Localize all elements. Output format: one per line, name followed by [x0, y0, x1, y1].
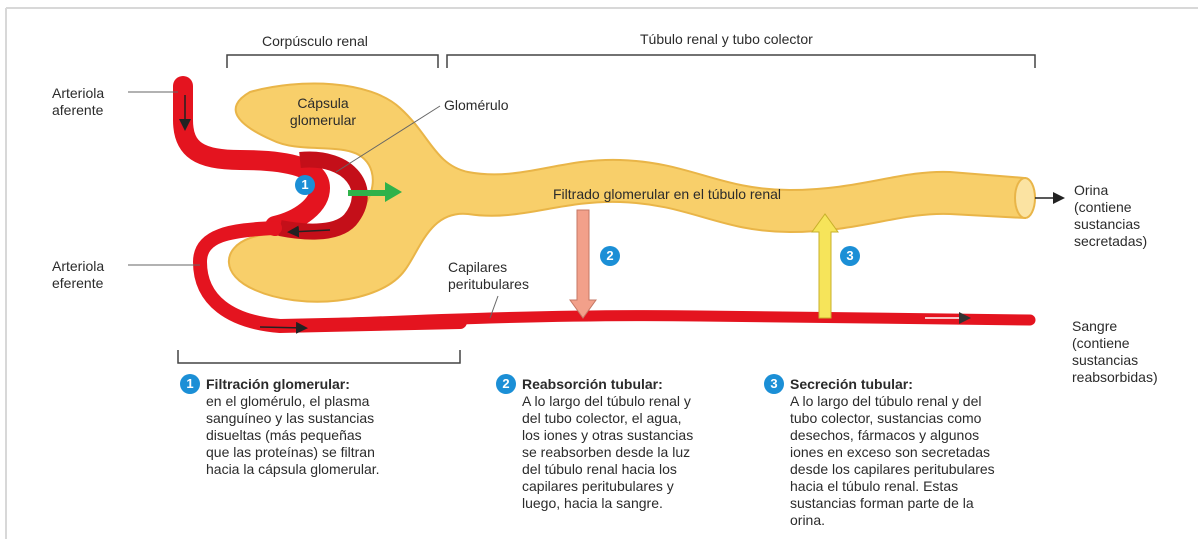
efferent-label-line2: eferente — [52, 275, 104, 291]
efferent-label: Arteriola eferente — [52, 258, 104, 292]
note-secretion-body: A lo largo del túbulo renal y del tubo c… — [790, 393, 995, 528]
capsule-label: Cápsula glomerular — [283, 95, 363, 129]
capillary-leader-line — [489, 295, 499, 319]
blood-label: Sangre (contiene sustancias reabsorbidas… — [1072, 318, 1158, 385]
reabsorption-arrow — [569, 209, 597, 319]
filtration-bracket — [177, 350, 461, 364]
glomerulus-label: Glomérulo — [444, 97, 509, 113]
filtration-arrow — [348, 182, 402, 202]
corpuscle-header: Corpúsculo renal — [262, 33, 368, 49]
efferent-label-line1: Arteriola — [52, 258, 105, 274]
note-filtration-body: en el glomérulo, el plasma sanguíneo y l… — [206, 393, 380, 477]
glomerulus-leader-line — [335, 105, 441, 173]
capsule-label-line1: Cápsula — [297, 95, 349, 111]
note-filtration-title: Filtración glomerular: — [206, 376, 350, 392]
afferent-label-line2: aferente — [52, 102, 104, 118]
badge-reabsorption-diagram: 2 — [600, 246, 620, 266]
capillaries-label-line2: peritubulares — [448, 276, 529, 292]
secretion-arrow — [811, 213, 839, 319]
note-reabsorption-title: Reabsorción tubular: — [522, 376, 663, 392]
note-filtration: Filtración glomerular: en el glomérulo, … — [206, 376, 476, 478]
capillaries-label: Capilares peritubulares — [448, 259, 529, 293]
tubule-bracket — [446, 54, 1036, 68]
capsule-label-line2: glomerular — [289, 112, 357, 128]
note-secretion-title: Secreción tubular: — [790, 376, 913, 392]
badge-filtration-note: 1 — [180, 374, 200, 394]
badge-filtration-diagram: 1 — [295, 175, 315, 195]
tubule-header: Túbulo renal y tubo colector — [640, 31, 813, 47]
urine-label: Orina (contiene sustancias secretadas) — [1074, 182, 1148, 249]
capillaries-label-line1: Capilares — [448, 259, 508, 275]
corpuscle-bracket — [226, 54, 439, 68]
badge-reabsorption-note: 2 — [496, 374, 516, 394]
note-reabsorption: Reabsorción tubular: A lo largo del túbu… — [522, 376, 762, 512]
note-reabsorption-body: A lo largo del túbulo renal y del tubo c… — [522, 393, 694, 511]
badge-secretion-diagram: 3 — [840, 246, 860, 266]
afferent-label-line1: Arteriola — [52, 85, 105, 101]
filtrate-label: Filtrado glomerular en el túbulo renal — [553, 186, 782, 202]
note-secretion: Secreción tubular: A lo largo del túbulo… — [790, 376, 1080, 529]
blood-vessels — [173, 76, 1036, 334]
badge-secretion-note: 3 — [764, 374, 784, 394]
afferent-label: Arteriola aferente — [52, 85, 104, 119]
